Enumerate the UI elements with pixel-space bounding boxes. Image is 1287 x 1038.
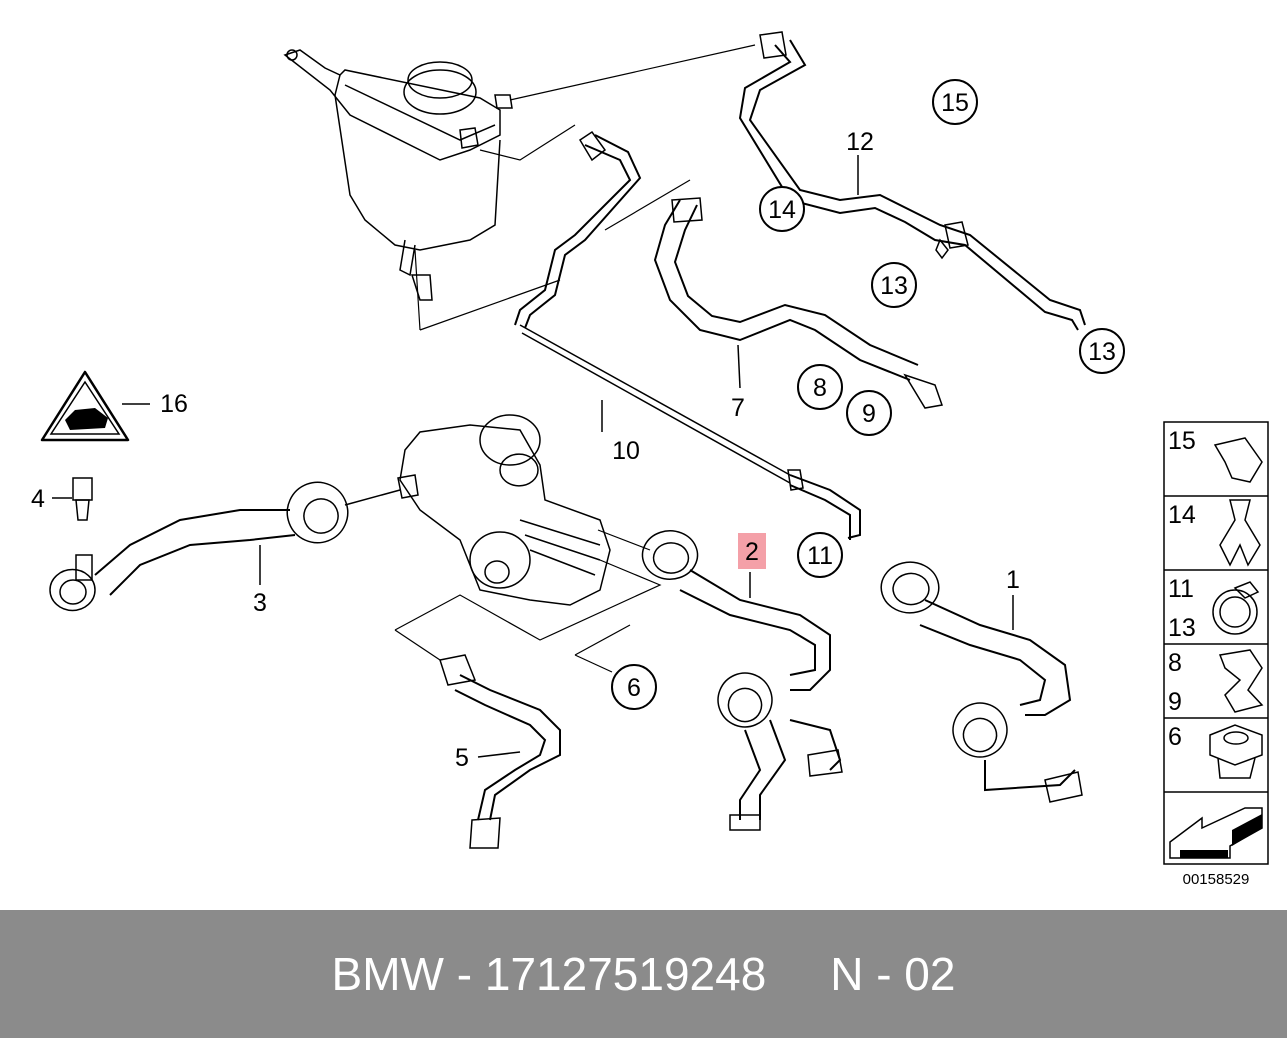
- callout-14: 14: [759, 186, 805, 232]
- label-12: 12: [846, 128, 874, 156]
- legend-panel: 15 14 11 13 8 9 6: [1163, 421, 1269, 865]
- expansion-tank: [283, 49, 513, 301]
- svg-text:11: 11: [807, 542, 833, 570]
- callout-13-upper: 13: [871, 262, 917, 308]
- legend-row-11-label: 11: [1168, 575, 1194, 603]
- spacer: [766, 948, 830, 1000]
- callout-9: 9: [846, 390, 892, 436]
- parts-diagram: 6 8 9 11 13 13 14 15 1 2 3 4 5 7 10 12 1…: [31, 31, 1269, 888]
- label-4: 4: [31, 485, 45, 513]
- label-2-highlight: [738, 533, 766, 569]
- diagram-code: 00158529: [1183, 871, 1250, 888]
- brand-name: BMW: [331, 948, 444, 1000]
- hose-10: [514, 130, 861, 540]
- label-1: 1: [1006, 566, 1020, 594]
- hose-1: [880, 561, 1083, 803]
- svg-text:14: 14: [768, 196, 796, 224]
- legend-row-6-label: 6: [1168, 723, 1182, 751]
- legend-row-8-label: 8: [1168, 649, 1182, 677]
- svg-text:6: 6: [627, 674, 641, 702]
- hose-5: [439, 654, 561, 849]
- label-16: 16: [160, 390, 188, 418]
- legend-row-14-label: 14: [1168, 501, 1196, 529]
- svg-text:9: 9: [862, 400, 876, 428]
- plug-6-icon: [1209, 724, 1263, 779]
- legend-row-13-label: 13: [1168, 614, 1196, 642]
- label-2: 2: [745, 538, 759, 566]
- separator: -: [443, 948, 485, 1000]
- hose-7: [653, 197, 943, 409]
- legend-row-9-label: 9: [1168, 688, 1182, 716]
- diagram-position: N - 02: [830, 948, 956, 1000]
- part-number: 17127519248: [484, 948, 767, 1000]
- hose-12: [738, 31, 1086, 331]
- callout-11: 11: [797, 532, 843, 578]
- hose-2: [641, 530, 843, 831]
- label-5: 5: [455, 744, 469, 772]
- warning-triangle: [40, 370, 150, 442]
- hose-clamp-icon: [1212, 581, 1260, 635]
- label-3: 3: [253, 589, 267, 617]
- label-7: 7: [731, 394, 745, 422]
- label-10: 10: [612, 437, 640, 465]
- clamp-15-icon: [1213, 437, 1263, 483]
- callout-13-lower: 13: [1079, 328, 1125, 374]
- clip-8-9-icon: [1218, 649, 1264, 713]
- water-pump: [397, 414, 611, 606]
- callout-6: 6: [611, 664, 657, 710]
- svg-text:8: 8: [813, 374, 827, 402]
- legend-row-15-label: 15: [1168, 427, 1196, 455]
- hose-3: [49, 481, 401, 612]
- part-title: BMW - 17127519248 N - 02: [332, 947, 956, 1001]
- svg-text:15: 15: [941, 89, 969, 117]
- sensor-4: [52, 477, 93, 521]
- svg-text:13: 13: [880, 272, 908, 300]
- callout-8: 8: [797, 364, 843, 410]
- clip-14-icon: [1219, 499, 1261, 567]
- footer-bar: BMW - 17127519248 N - 02: [0, 910, 1287, 1038]
- svg-text:13: 13: [1088, 338, 1116, 366]
- callout-15: 15: [932, 79, 978, 125]
- reference-arrow-icon: [1169, 807, 1263, 859]
